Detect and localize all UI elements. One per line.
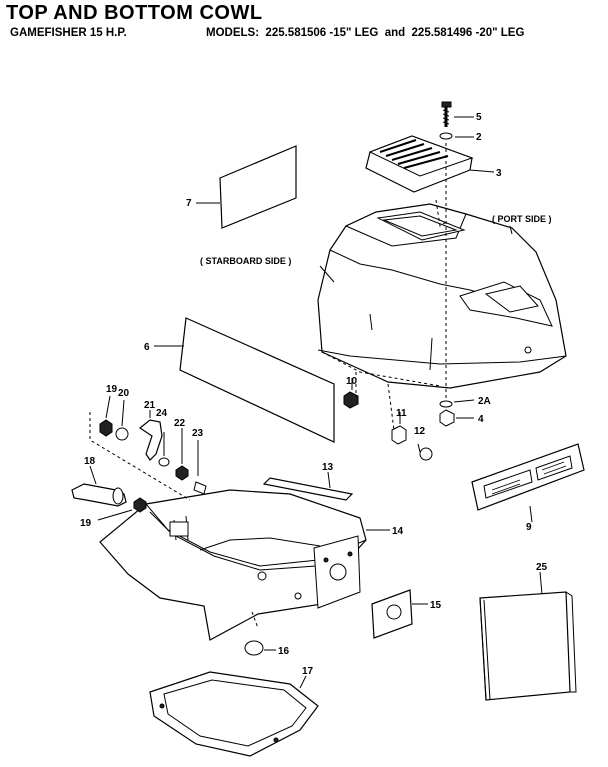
part-20-grommet — [115, 399, 129, 441]
callout-6: 6 — [144, 342, 150, 353]
part-12-cap — [417, 443, 433, 461]
part-19-grommet-top — [99, 395, 113, 437]
part-5-screw — [441, 101, 474, 127]
callout-9: 9 — [526, 522, 532, 533]
part-18-handle — [71, 465, 127, 507]
callout-20: 20 — [118, 388, 130, 399]
models-line: MODELS: 225.581506 -15" LEG and 225.5814… — [206, 27, 524, 39]
part-23-screw — [193, 440, 207, 495]
part-19-grommet-bottom — [97, 497, 147, 521]
part-21-latch — [138, 410, 163, 461]
callout-23: 23 — [192, 428, 204, 439]
callout-2: 2 — [476, 132, 482, 143]
part-2-washer — [439, 132, 474, 140]
callout-19-bottom: 19 — [80, 518, 92, 529]
callout-19-top: 19 — [106, 384, 118, 395]
part-7-decal — [196, 145, 297, 229]
model-1: 225.581506 -15" LEG — [265, 27, 379, 39]
callout-11: 11 — [396, 408, 407, 419]
part-2A-washer — [439, 399, 475, 408]
starboard-side-label: ( STARBOARD SIDE ) — [200, 256, 291, 266]
callout-21: 21 — [144, 400, 156, 411]
part-14-bottom-cowl — [99, 489, 390, 641]
callout-14: 14 — [392, 526, 404, 537]
part-24-spring — [158, 432, 170, 467]
callout-12: 12 — [414, 426, 426, 437]
callout-13: 13 — [322, 462, 334, 473]
part-15-plate — [371, 589, 428, 639]
part-17-gasket — [149, 671, 319, 757]
part-9-nameplate — [471, 443, 585, 523]
callout-5: 5 — [476, 112, 482, 123]
callout-25: 25 — [536, 562, 548, 573]
part-16-grommet — [244, 640, 276, 656]
part-11-grommet — [391, 412, 407, 445]
models-prefix: MODELS: — [206, 27, 260, 39]
part-25-owners-manual — [479, 571, 577, 701]
callout-16: 16 — [278, 646, 290, 657]
port-side-label: ( PORT SIDE ) — [492, 214, 552, 224]
callout-7: 7 — [186, 198, 192, 209]
callout-2A: 2A — [478, 396, 491, 407]
models-joiner: and — [384, 27, 406, 39]
part-10-grommet — [343, 378, 359, 409]
callout-10: 10 — [346, 376, 358, 387]
callout-18: 18 — [84, 456, 96, 467]
product-subtitle: GAMEFISHER 15 H.P. — [10, 27, 127, 39]
part-6-decal — [154, 317, 335, 443]
top-cowl — [317, 199, 567, 389]
part-22-grommet — [175, 428, 189, 481]
callout-17: 17 — [302, 666, 314, 677]
part-13-rod — [262, 471, 354, 501]
part-3-top-panel — [365, 135, 495, 193]
callout-24: 24 — [156, 408, 168, 419]
callout-15: 15 — [430, 600, 442, 611]
page-title: TOP AND BOTTOM COWL — [6, 2, 263, 24]
part-4-nut — [439, 409, 474, 427]
callout-3: 3 — [496, 168, 502, 179]
callout-22: 22 — [174, 418, 186, 429]
model-2: 225.581496 -20" LEG — [411, 27, 525, 39]
callout-4: 4 — [478, 414, 484, 425]
